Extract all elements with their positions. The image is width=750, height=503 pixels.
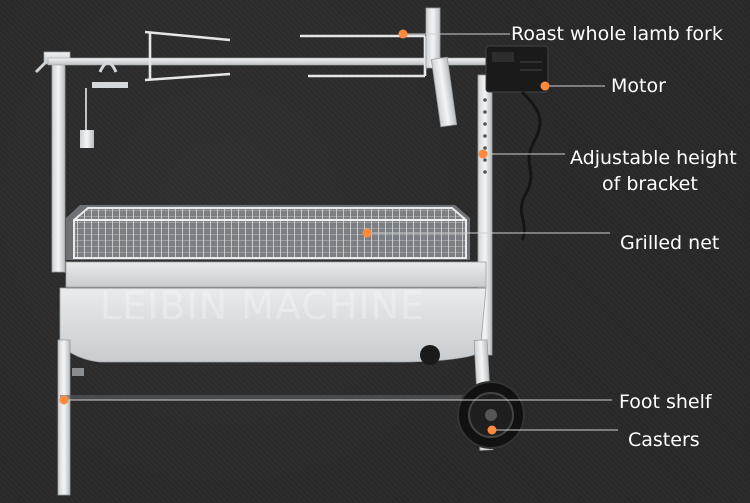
fork-plate-bottom [430, 56, 458, 128]
legs [57, 339, 494, 496]
label-foot-shelf: Foot shelf [619, 391, 712, 413]
watermark: LEIBIN MACHINE [100, 284, 426, 328]
label-grilled-net: Grilled net [620, 232, 720, 254]
motor-unit [485, 45, 549, 241]
label-lamb-fork: Roast whole lamb fork [511, 23, 723, 45]
callout-leaders [64, 33, 618, 431]
label-motor: Motor [611, 75, 666, 97]
spit-rod [47, 57, 489, 66]
grill-net [73, 207, 467, 259]
left-bracket [34, 51, 71, 273]
label-of-bracket: of bracket [602, 173, 698, 195]
callout-dots [59, 29, 550, 435]
label-adjustable-height: Adjustable height [570, 147, 737, 169]
label-casters: Casters [628, 429, 700, 451]
lamb-fork [144, 30, 427, 82]
counterweight [80, 61, 128, 148]
caster-wheel [420, 345, 525, 449]
